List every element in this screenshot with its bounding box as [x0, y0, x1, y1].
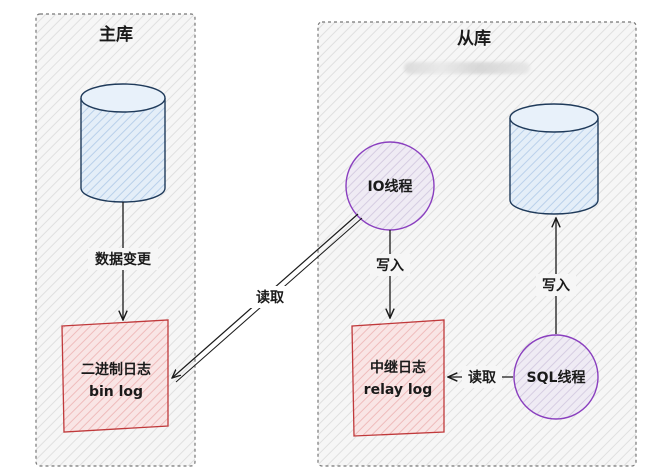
- sql-write-label: 写入: [542, 278, 570, 294]
- relay-log-document: 中继日志 relay log: [351, 319, 445, 437]
- io-thread-label: IO线程: [367, 178, 412, 195]
- sql-read-label: 读取: [468, 369, 497, 386]
- io-thread-node: IO线程: [345, 141, 435, 231]
- sql-read-label-bg: [462, 366, 502, 388]
- slave-database-icon: [509, 103, 599, 215]
- io-write-label-bg: [370, 254, 410, 276]
- cross-read-label: 读取: [256, 289, 285, 306]
- redacted-watermark: [404, 62, 530, 74]
- master-database-icon: [80, 83, 166, 203]
- relay-log-sublabel: relay log: [364, 382, 433, 398]
- slave-title: 从库: [457, 28, 491, 49]
- sql-thread-label: SQL线程: [527, 369, 586, 386]
- master-title: 主库: [99, 24, 133, 45]
- io-write-label: 写入: [376, 258, 404, 274]
- relay-log-label: 中继日志: [370, 359, 426, 376]
- binlog-label: 二进制日志: [81, 361, 151, 378]
- sql-thread-node: SQL线程: [513, 334, 599, 420]
- sql-write-label-bg: [536, 274, 576, 296]
- data-change-label-bg: [88, 248, 158, 270]
- cross-read-label-bg: [250, 286, 290, 308]
- binlog-document: 二进制日志 bin log: [61, 319, 169, 433]
- binlog-sublabel: bin log: [89, 384, 143, 400]
- data-change-label: 数据变更: [95, 251, 152, 268]
